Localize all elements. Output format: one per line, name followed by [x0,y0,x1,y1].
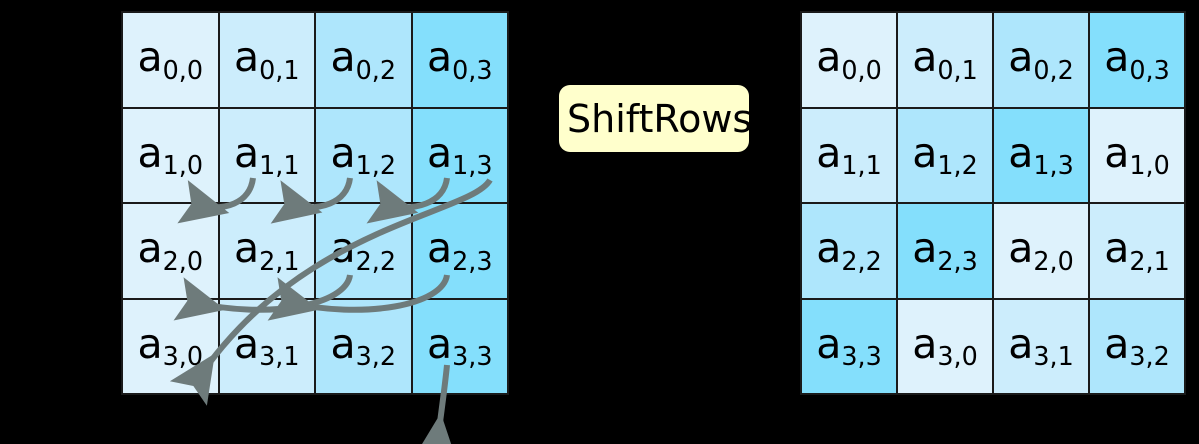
cell-out-2-2: a2,0 [994,204,1088,298]
cell-label: a3,3 [816,319,882,372]
cell-in-0-2: a0,2 [316,13,411,107]
cell-out-3-1: a3,0 [898,299,992,393]
cell-label: a1,0 [137,128,204,181]
cell-label: a3,2 [1104,319,1170,372]
cell-in-2-0: a2,0 [123,204,218,298]
cell-in-1-3: a1,3 [412,108,507,202]
cell-out-1-0: a1,1 [802,108,896,202]
cell-label: a2,3 [912,224,978,276]
cell-out-0-3: a0,3 [1090,13,1184,107]
cell-out-0-1: a0,1 [898,13,992,107]
cell-out-3-0: a3,3 [802,299,896,393]
cell-out-1-1: a1,2 [898,108,992,202]
cell-in-2-2: a2,2 [316,204,411,298]
cell-in-2-3: a2,3 [412,204,507,298]
cell-label: a3,1 [233,319,300,372]
cell-label: a0,2 [330,33,397,85]
cell-label: a2,2 [330,224,397,276]
cell-in-3-3: a3,3 [412,299,507,393]
cell-out-3-3: a3,2 [1090,299,1184,393]
cell-label: a1,1 [233,128,300,181]
cell-label: a0,3 [1104,33,1170,85]
cell-label: a0,2 [1008,33,1074,85]
cell-label: a2,0 [1008,224,1074,276]
output-state-matrix: a0,0 a0,1 a0,2 a0,3 a1,1 a1,2 a1,3 a1,0 a2,2 a2,3… [800,11,1186,395]
cell-in-0-1: a0,1 [219,13,314,107]
cell-in-3-1: a3,1 [219,299,314,393]
cell-label: a1,1 [816,128,882,181]
cell-in-3-2: a3,2 [316,299,411,393]
cell-label: a0,0 [816,33,882,85]
cell-label: a1,2 [912,128,978,181]
cell-label: a1,2 [330,128,397,181]
cell-label: a3,3 [426,319,493,372]
cell-out-2-3: a2,1 [1090,204,1184,298]
cell-in-1-2: a1,2 [316,108,411,202]
cell-in-2-1: a2,1 [219,204,314,298]
cell-label: a3,2 [330,319,397,372]
cell-label: a0,1 [233,33,300,85]
cell-in-1-0: a1,0 [123,108,218,202]
cell-out-0-2: a0,2 [994,13,1088,107]
cell-out-1-2: a1,3 [994,108,1088,202]
cell-label: a3,0 [912,319,978,372]
cell-out-2-1: a2,3 [898,204,992,298]
cell-label: a0,3 [426,33,493,85]
cell-in-1-1: a1,1 [219,108,314,202]
cell-label: a1,3 [1008,128,1074,181]
operation-label: ShiftRows [567,96,749,141]
cell-out-1-3: a1,0 [1090,108,1184,202]
cell-label: a0,0 [137,33,204,85]
input-state-matrix: a0,0 a0,1 a0,2 a0,3 a1,0 a1,1 a1,2 a1,3 a2,0 a2,1… [121,11,509,395]
cell-in-0-0: a0,0 [123,13,218,107]
cell-out-0-0: a0,0 [802,13,896,107]
cell-label: a2,1 [233,224,300,276]
cell-label: a1,3 [426,128,493,181]
cell-label: a2,2 [816,224,882,276]
cell-label: a0,1 [912,33,978,85]
cell-label: a3,0 [137,319,204,372]
cell-label: a2,1 [1104,224,1170,276]
cell-in-0-3: a0,3 [412,13,507,107]
cell-label: a2,0 [137,224,204,276]
cell-label: a2,3 [426,224,493,276]
cell-label: a1,0 [1104,128,1170,181]
cell-in-3-0: a3,0 [123,299,218,393]
cell-label: a3,1 [1008,319,1074,372]
cell-out-2-0: a2,2 [802,204,896,298]
operation-box: ShiftRows [559,85,749,152]
cell-out-3-2: a3,1 [994,299,1088,393]
